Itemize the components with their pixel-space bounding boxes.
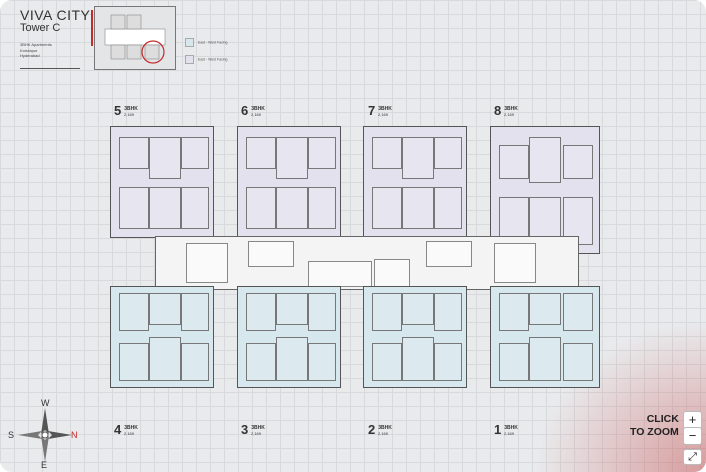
unit-plan-5[interactable] [110, 126, 214, 238]
unit-plan-3[interactable] [237, 286, 341, 388]
zoom-out-button[interactable]: − [683, 427, 702, 445]
compass-n: N [71, 430, 78, 440]
core-corridor [155, 236, 579, 290]
compass-w: W [41, 398, 50, 408]
unit-plan-4[interactable] [110, 286, 214, 388]
compass-icon [18, 408, 72, 462]
unit-plan-7[interactable] [363, 126, 467, 238]
key-plan-inset [94, 6, 176, 70]
tower-name: Tower C [20, 21, 61, 34]
compass-s: S [8, 430, 15, 440]
project-name: VIVA CITY [20, 7, 91, 23]
compass-rose: W S N E [8, 398, 78, 470]
unit-plan-1[interactable] [490, 286, 600, 388]
key-plan-drawing [104, 14, 166, 64]
scale-bar [20, 68, 80, 75]
title-accent-line [91, 10, 93, 46]
project-info: 3BHK Apartments Kondapur Hyderabad [20, 42, 52, 59]
unit-plan-2[interactable] [363, 286, 467, 388]
unit-plan-8[interactable] [490, 126, 600, 254]
click-to-zoom-label: CLICK TO ZOOM [630, 413, 679, 439]
legend: East - West Facing East - West Facing [185, 38, 228, 64]
compass-e: E [41, 460, 48, 470]
unit-plan-6[interactable] [237, 126, 341, 238]
fullscreen-button[interactable]: ⤢ [683, 449, 702, 465]
project-title: VIVA CITY Tower C [20, 8, 90, 34]
